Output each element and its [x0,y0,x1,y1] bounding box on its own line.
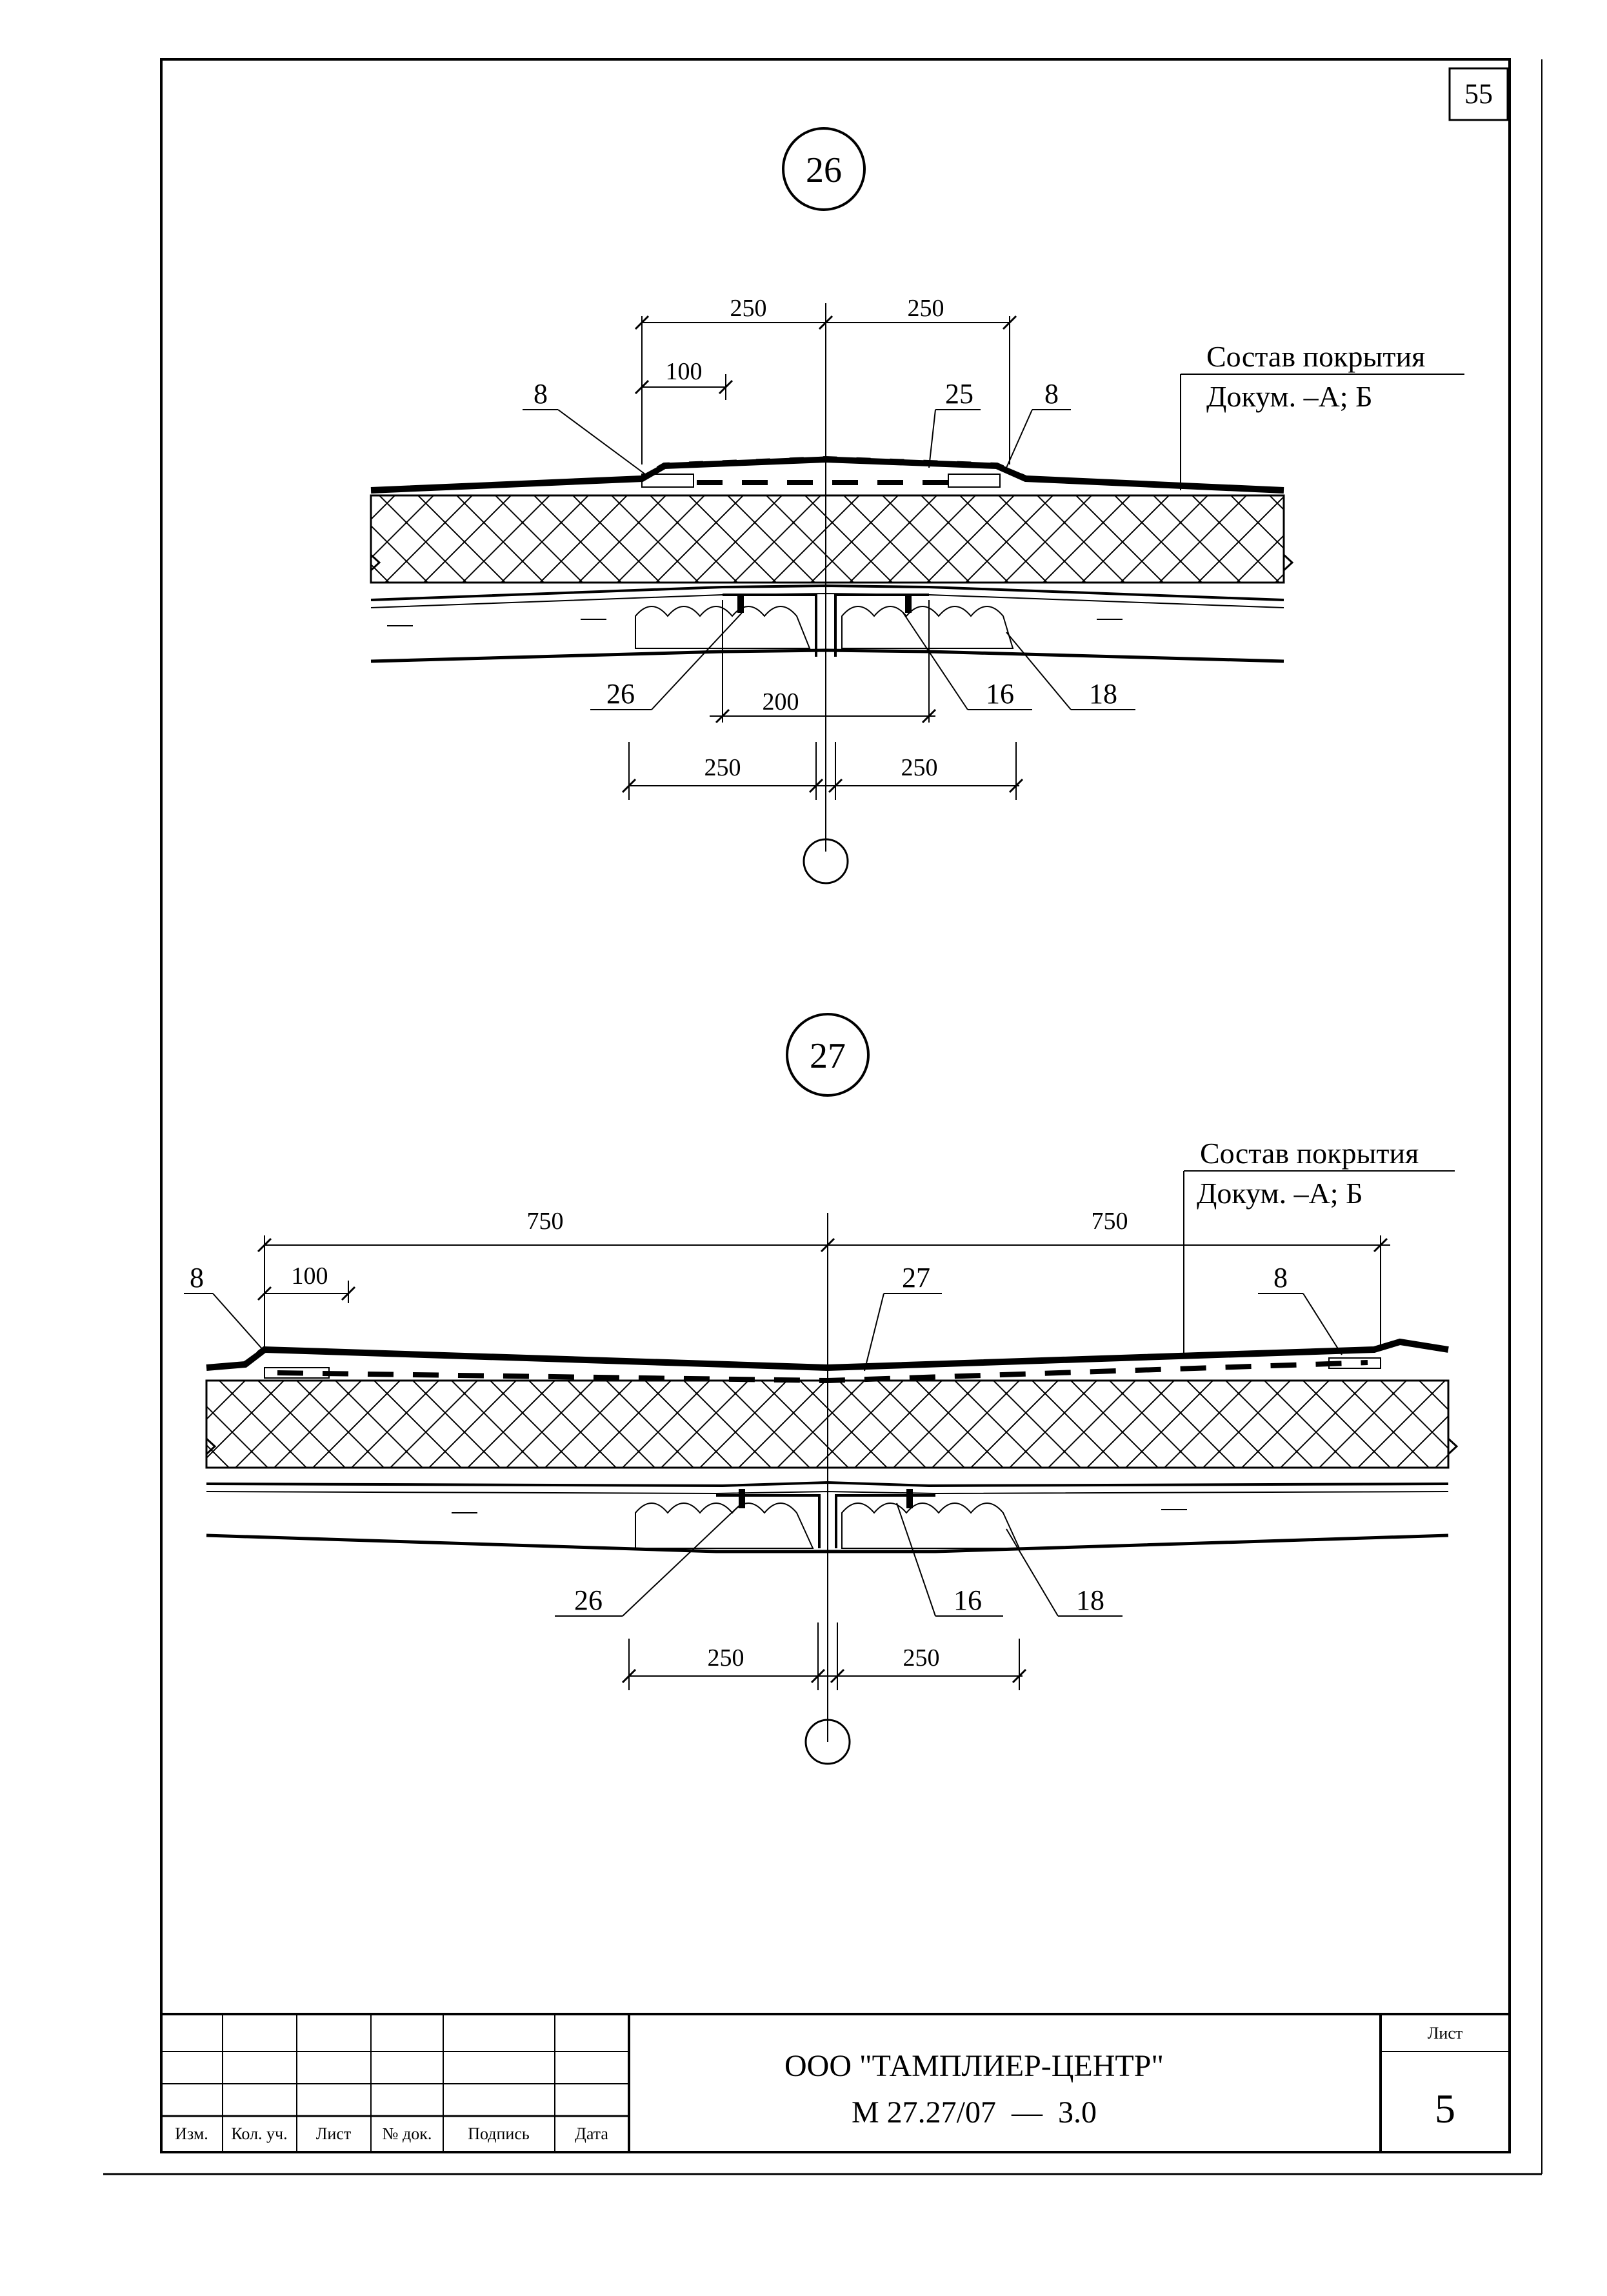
title-block-col-kol-uch: Кол. уч. [231,2124,287,2143]
detail-27: 27 [184,1013,1459,1765]
detail-26-label-8-left: 8 [534,378,548,410]
detail-27-label-26: 26 [574,1584,603,1616]
detail-26-note-line2: Докум. –А; Б [1206,380,1373,413]
detail-27-label-18: 18 [1076,1584,1104,1616]
detail-26-top-dimensions: 250 250 100 [634,295,1017,464]
detail-26-dim-top-right: 250 [908,295,944,322]
title-block-company: ООО "ТАМПЛИЕР-ЦЕНТР" [784,2049,1164,2083]
detail-27-dim-bottom-left: 250 [708,1644,744,1672]
detail-26-dim-200: 200 [763,688,799,715]
detail-27-dim-top-left: 750 [527,1208,564,1235]
detail-26-bottom-dimensions: 200 250 250 [621,600,1024,884]
title-block-doc-code: М 27.27/07 — 3.0 [852,2095,1097,2130]
detail-27-dim-top-right: 750 [1092,1208,1128,1235]
detail-26-dim-top-left: 250 [730,295,767,322]
detail-27-label-27: 27 [902,1262,930,1293]
detail-26-roof-section [370,454,1294,663]
detail-26-top-leaders: 8 25 8 Состав покрытия Докум. –А; Б [523,340,1464,490]
sheet-frame: 55 [103,58,1542,2175]
detail-26-dim-100: 100 [666,358,703,385]
detail-27-label-8-left: 8 [190,1262,204,1293]
title-block-col-doc-no: № док. [383,2124,432,2143]
title-block-col-signature: Подпись [468,2124,530,2143]
detail-26: 26 [370,127,1464,884]
detail-26-label-25: 25 [945,378,973,410]
detail-27-label-16: 16 [953,1584,982,1616]
detail-27-note-line2: Докум. –А; Б [1197,1177,1363,1210]
title-block-sheet-number: 5 [1435,2086,1455,2131]
title-block-col-date: Дата [575,2124,608,2143]
detail-26-dim-bottom-left: 250 [704,754,741,781]
title-block-col-izm: Изм. [175,2124,208,2143]
detail-26-label-16: 16 [986,678,1014,710]
detail-27-top-leaders: 8 27 8 Состав покрытия Докум. –А; Б [184,1137,1455,1372]
detail-26-bottom-leaders: 26 16 18 [590,612,1135,710]
detail-27-note-line1: Состав покрытия [1200,1137,1419,1170]
detail-26-label-26: 26 [606,678,635,710]
detail-26-label-8-right: 8 [1044,378,1059,410]
corner-page-number: 55 [1464,78,1493,110]
detail-27-dim-bottom-right: 250 [903,1644,940,1672]
title-block-sheet-label: Лист [1428,2024,1462,2042]
detail-27-top-dimensions: 750 750 100 [257,1208,1390,1348]
title-block: Изм. Кол. уч. Лист № док. Подпись Дата О… [160,2013,1511,2153]
detail-27-bottom-dimensions: 250 250 [621,1622,1027,1765]
detail-26-title: 26 [806,150,842,190]
detail-27-bottom-leaders: 26 16 18 [555,1502,1123,1617]
detail-26-label-18: 18 [1089,678,1117,710]
title-block-col-list: Лист [316,2124,351,2143]
detail-27-title: 27 [810,1036,846,1076]
detail-27-dim-100: 100 [292,1263,328,1290]
detail-26-note-line1: Состав покрытия [1206,340,1425,373]
detail-27-roof-section [205,1336,1459,1553]
detail-27-label-8-right: 8 [1273,1262,1288,1293]
detail-26-dim-bottom-right: 250 [901,754,938,781]
